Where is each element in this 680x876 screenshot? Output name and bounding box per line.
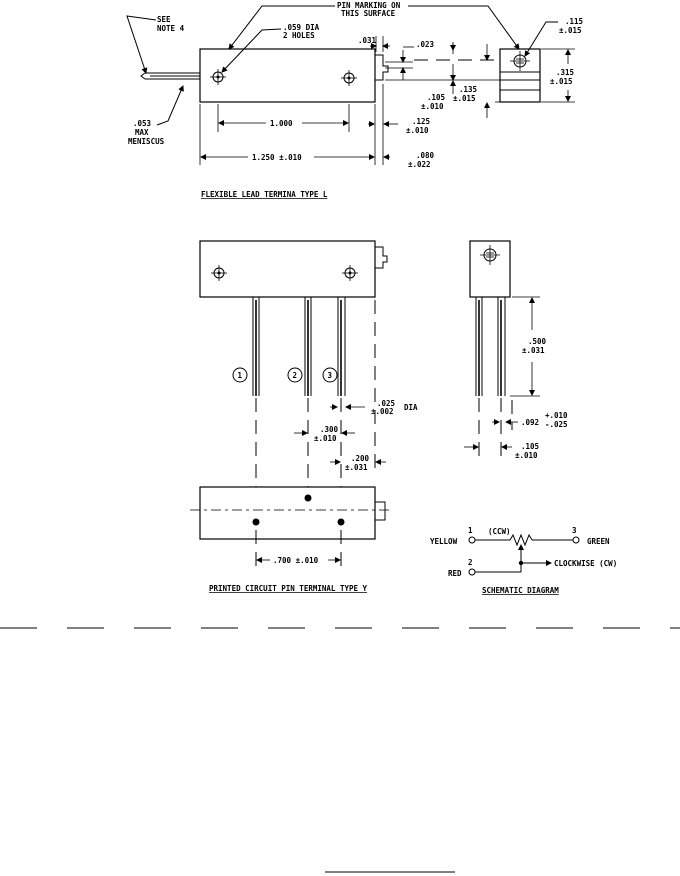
- side-dim-092: .092: [521, 418, 539, 427]
- pcb-body: [199, 240, 376, 298]
- mounting-hole-right: [341, 70, 357, 86]
- caption-type-l: FLEXIBLE LEAD TERMINA TYPE L: [201, 190, 328, 199]
- pcb-side-view: [469, 240, 513, 462]
- pin-2: [304, 297, 312, 496]
- schematic-diagram: 1 3 (CCW) YELLOW GREEN 2 RED CLOCKWISE (…: [430, 526, 617, 595]
- schem-green: GREEN: [587, 537, 610, 546]
- note-ref-line2: NOTE 4: [157, 24, 185, 33]
- pin-marking-line2: THIS SURFACE: [341, 9, 396, 18]
- dim-105-line2: ±.010: [421, 102, 444, 111]
- side-dim-500-line1: .500: [528, 337, 547, 346]
- meniscus-line3: MENISCUS: [128, 137, 165, 146]
- dim-135-line2: ±.015: [453, 94, 476, 103]
- dim-200-line1: .200: [351, 454, 370, 463]
- meniscus-line2: MAX: [135, 128, 149, 137]
- dim-200-line2: ±.031: [345, 463, 368, 472]
- side-dim-105-line2: ±.010: [515, 451, 538, 460]
- schem-clockwise: CLOCKWISE (CW): [554, 559, 617, 568]
- side-dim-092-minus: -.025: [545, 420, 568, 429]
- dim-300-line2: ±.010: [314, 434, 337, 443]
- flexible-lead: [140, 72, 200, 80]
- side-dim-115-line1: .115: [565, 17, 583, 26]
- schem-ccw: (CCW): [488, 527, 511, 536]
- side-dim-105-line1: .105: [521, 442, 539, 451]
- pcb-view: 1 2 3 .025 ±.002 DIA .300 ±.010 .200 ±.0…: [190, 240, 568, 593]
- hole-dia-line1: .059 DIA: [283, 23, 320, 32]
- side-dim-500-line2: ±.031: [522, 346, 545, 355]
- side-dim-115-line2: ±.015: [559, 26, 582, 35]
- hole-dia-line2: 2 HOLES: [283, 31, 315, 40]
- dim-1250: 1.250 ±.010: [252, 153, 302, 162]
- dim-700: .700 ±.010: [273, 556, 319, 565]
- top-view: SEE NOTE 4 PIN MARKING ON THIS SURFACE .…: [126, 1, 583, 199]
- pin-marking-line1: PIN MARKING ON: [337, 1, 401, 10]
- top-body: [199, 48, 376, 103]
- dim-125-line1: .125: [412, 117, 430, 126]
- side-dim-315-line2: ±.015: [550, 77, 573, 86]
- pin-dia-label: DIA: [404, 403, 418, 412]
- mounting-hole-left: [210, 69, 226, 85]
- meniscus-line1: .053: [133, 119, 152, 128]
- caption-type-y: PRINTED CIRCUIT PIN TERMINAL TYPE Y: [209, 584, 368, 593]
- schem-pin3: 3: [572, 526, 577, 535]
- pin-dia-tol: ±.002: [371, 407, 394, 416]
- schem-red: RED: [448, 569, 462, 578]
- dim-023: .023: [416, 40, 435, 49]
- side-dim-315-line1: .315: [556, 68, 574, 77]
- dim-300-line1: .300: [320, 425, 339, 434]
- dim-125-line2: ±.010: [406, 126, 429, 135]
- dim-080-line1: .080: [416, 151, 435, 160]
- pin-label-1: 1: [238, 371, 243, 380]
- schem-pin2: 2: [468, 558, 473, 567]
- dim-1000: 1.000: [270, 119, 293, 128]
- dim-105-line1: .105: [427, 93, 445, 102]
- pcb-hole-left: [211, 265, 227, 281]
- pin-label-3: 3: [328, 371, 333, 380]
- note-ref-line1: SEE: [157, 15, 171, 24]
- dim-031: .031: [358, 36, 377, 45]
- schem-yellow: YELLOW: [430, 537, 458, 546]
- schem-pin1: 1: [468, 526, 473, 535]
- side-dim-092-plus: +.010: [545, 411, 568, 420]
- pin-label-2: 2: [293, 371, 298, 380]
- top-side-view: [499, 48, 541, 103]
- dim-135-line1: .135: [459, 85, 477, 94]
- pcb-hole-right: [342, 265, 358, 281]
- pin-dia-value: .025: [377, 399, 395, 408]
- caption-schematic: SCHEMATIC DIAGRAM: [482, 586, 559, 595]
- pcb-bottom-view: [190, 486, 392, 566]
- dim-080-line2: ±.022: [408, 160, 431, 169]
